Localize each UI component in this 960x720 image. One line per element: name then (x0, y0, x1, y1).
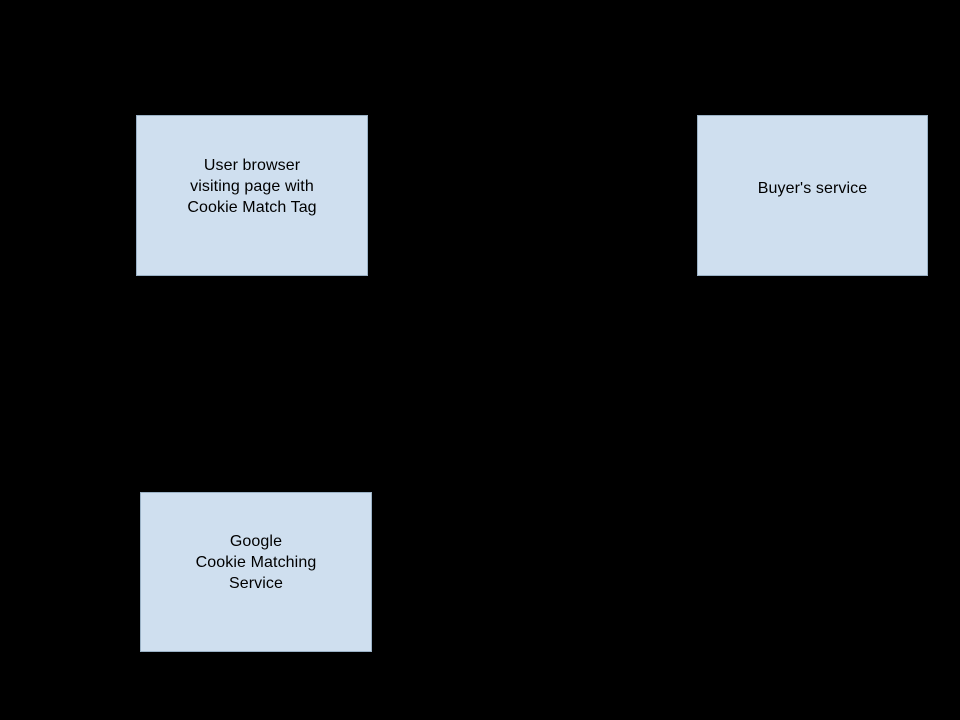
node-buyers-service[interactable]: Buyer's service (697, 115, 928, 276)
node-google-cookie-matching-service-label: Google Cookie Matching Service (195, 532, 317, 592)
node-google-cookie-matching-service[interactable]: Google Cookie Matching Service (140, 492, 372, 652)
node-user-browser[interactable]: User browser visiting page with Cookie M… (136, 115, 368, 276)
node-user-browser-label: User browser visiting page with Cookie M… (187, 157, 317, 216)
node-buyers-service-label: Buyer's service (757, 180, 868, 197)
